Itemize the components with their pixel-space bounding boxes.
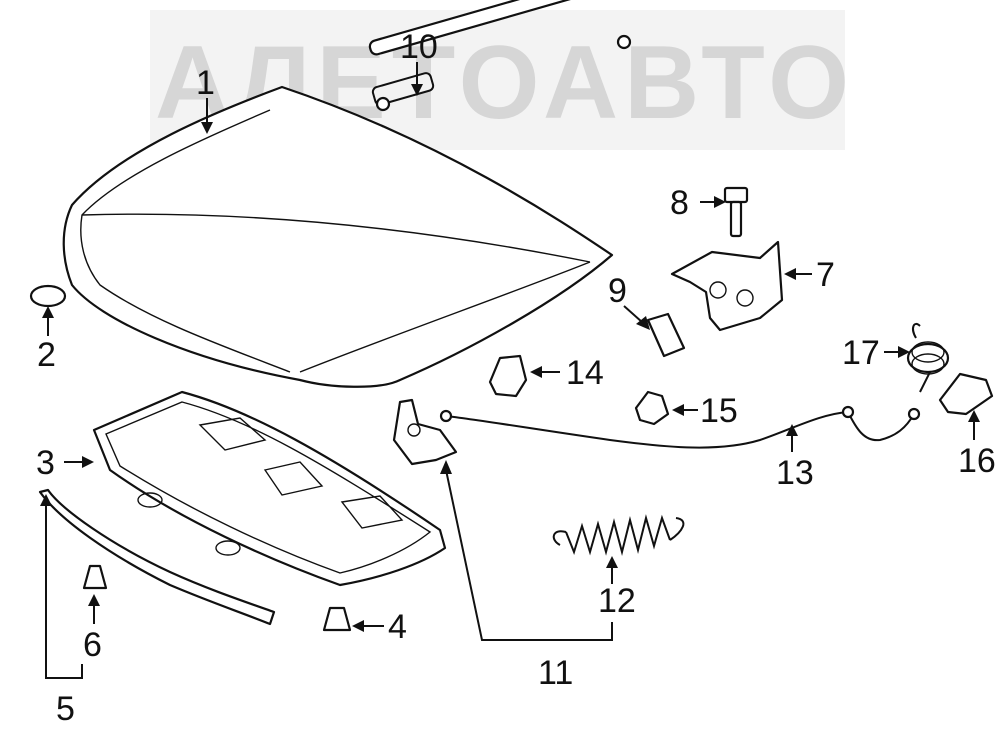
clip	[82, 564, 108, 590]
callout-5: 5	[56, 690, 75, 728]
release-handle	[938, 372, 994, 416]
cable-clip	[488, 354, 528, 398]
callout-labels: 1 10 2 3 4 5 6 7 8 9 11 12 13 14 15 16 1…	[36, 28, 996, 728]
callout-10: 10	[400, 28, 438, 66]
callout-2: 2	[37, 336, 56, 374]
leader-lines	[40, 62, 980, 679]
callout-14: 14	[566, 354, 604, 392]
callout-1: 1	[196, 64, 215, 102]
torsion-spring	[906, 322, 950, 393]
extension-spring	[552, 514, 685, 556]
callout-8: 8	[670, 184, 689, 222]
callout-6: 6	[83, 626, 102, 664]
hood-bumper	[646, 312, 686, 358]
cushion	[322, 606, 352, 632]
hood-strut	[368, 0, 632, 112]
callout-7: 7	[816, 256, 835, 294]
callout-11: 11	[538, 654, 573, 692]
callout-4: 4	[388, 608, 407, 646]
callout-16: 16	[958, 442, 996, 480]
weatherstrip	[38, 488, 276, 626]
hood-panel	[62, 85, 614, 388]
hood-latch	[392, 398, 458, 466]
callout-13: 13	[776, 454, 814, 492]
retainer-clip	[634, 390, 670, 426]
callout-12: 12	[598, 582, 636, 620]
hood-hinge	[670, 240, 784, 332]
callout-15: 15	[700, 392, 738, 430]
grommet	[29, 284, 67, 308]
callout-17: 17	[842, 334, 880, 372]
release-cable	[439, 405, 921, 449]
bolt	[723, 186, 749, 238]
callout-3: 3	[36, 444, 55, 482]
insulator-pad	[92, 390, 447, 587]
callout-9: 9	[608, 272, 627, 310]
